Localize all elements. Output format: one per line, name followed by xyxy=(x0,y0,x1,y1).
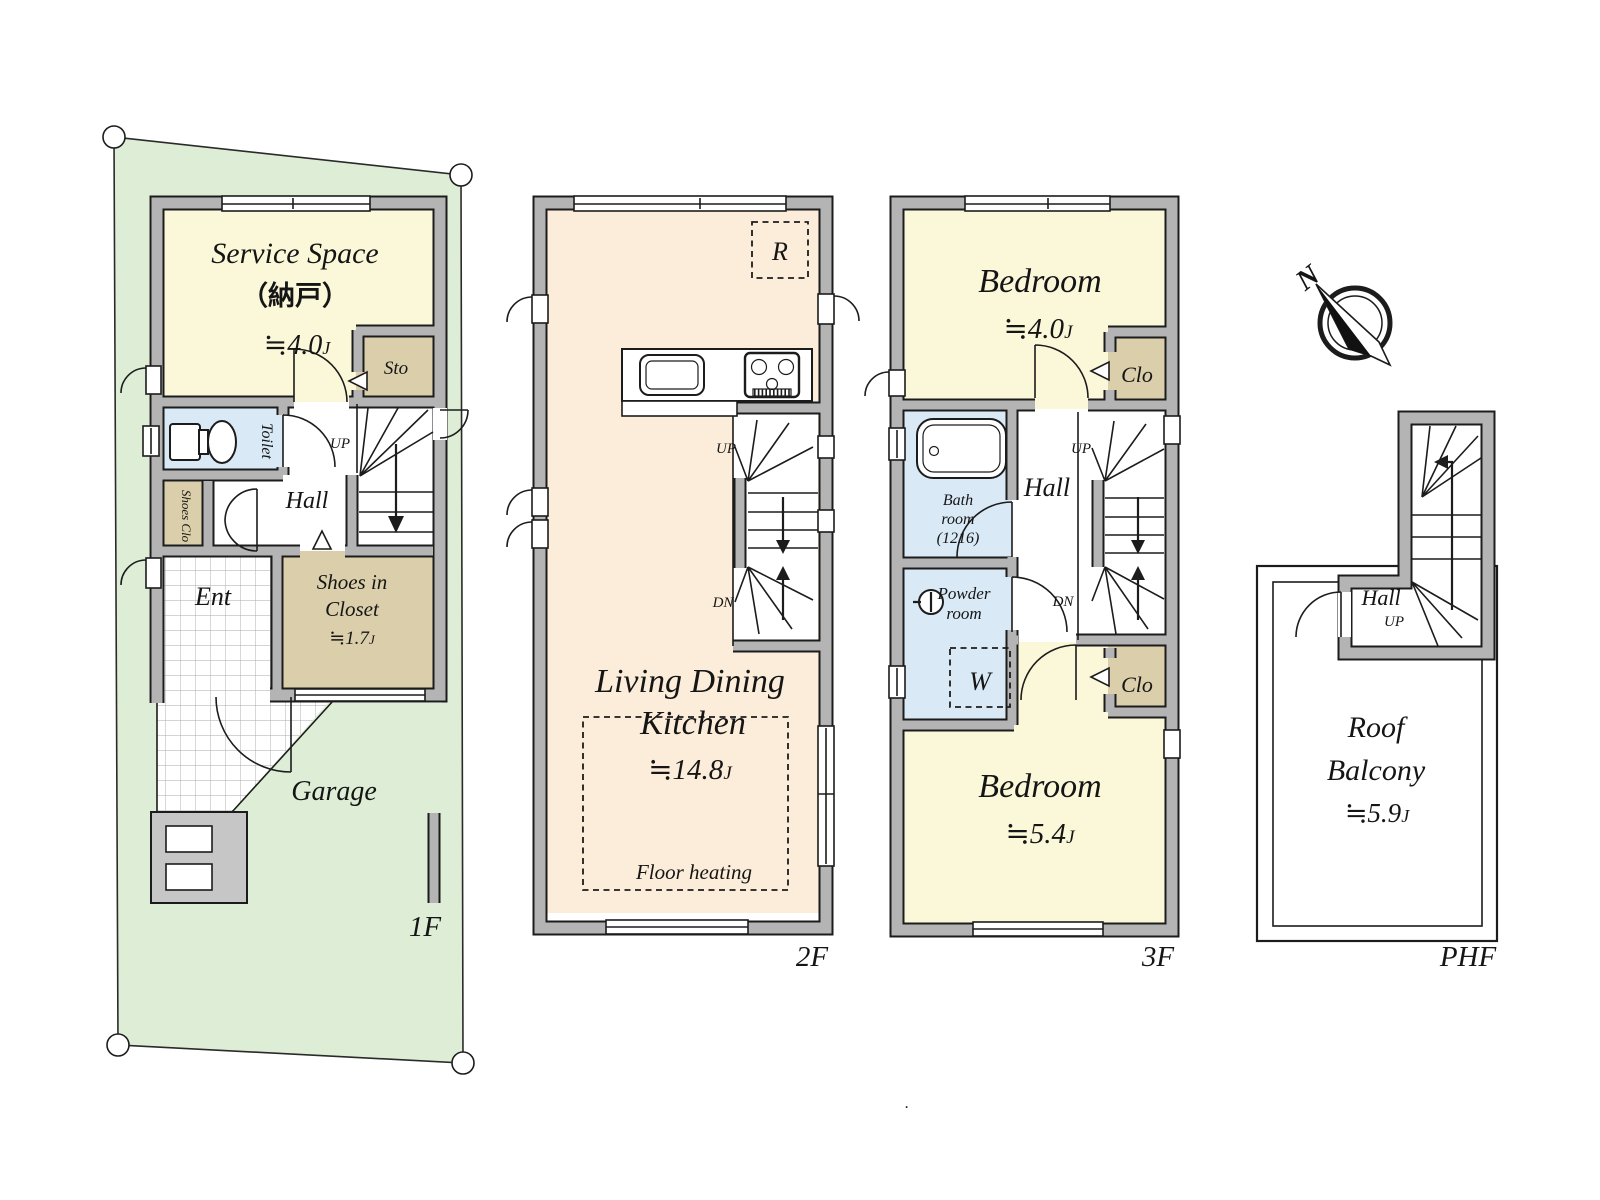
f1-shoes-in-closet-fill xyxy=(277,551,442,695)
phf-roof-area: ≒5.9J xyxy=(1345,798,1410,828)
f3-clo2-fill xyxy=(1108,642,1172,712)
stray-dot: . xyxy=(905,1095,909,1112)
phf-doors xyxy=(1295,591,1342,638)
phf-roof-line1: Roof xyxy=(1347,711,1408,744)
f1-up-label: UP xyxy=(330,436,350,452)
f2-refrigerator-label: R xyxy=(771,237,788,266)
floor-phf: Hall UP Roof Balcony ≒5.9J PHF xyxy=(1255,418,1499,973)
f3-powder-fill xyxy=(901,565,1012,727)
f3-bedroom2-label: Bedroom xyxy=(978,768,1101,805)
phf-up-label: UP xyxy=(1384,614,1404,630)
f3-bedroom1-label: Bedroom xyxy=(978,263,1101,300)
f3-powder-line2: room xyxy=(946,604,981,623)
f3-hall-label: Hall xyxy=(1023,473,1070,502)
floor-3f: Bedroom ≒4.0J Clo Bath room (1216) Hall … xyxy=(864,195,1181,973)
refrigerator-box xyxy=(751,221,809,279)
f1-sic-line1: Shoes in xyxy=(317,570,388,594)
compass-icon: N xyxy=(1289,258,1393,367)
f1-sto-fill xyxy=(356,330,440,402)
f1-sic-line2: Closet xyxy=(325,597,380,621)
f2-floor-heating-label: Floor heating xyxy=(635,860,752,884)
f3-bedroom1-area: ≒4.0J xyxy=(1004,313,1075,345)
phf-roof-line2: Balcony xyxy=(1327,754,1426,787)
bathtub-icon xyxy=(916,418,1007,479)
floor-2f: R UP DN Living Dining Kitchen ≒14.8J Flo… xyxy=(506,195,860,973)
kitchen-counter xyxy=(621,348,813,417)
stove-icon xyxy=(743,351,801,399)
f1-approach-tiles xyxy=(157,697,333,812)
f1-stairs xyxy=(356,404,434,533)
f1-service-space-area: ≒4.0J xyxy=(264,330,331,361)
f2-windows xyxy=(506,195,860,935)
f3-bedroom2-fill xyxy=(901,642,1172,925)
f1-windows xyxy=(120,195,426,702)
f1-doors xyxy=(215,348,469,773)
f1-garage-label: Garage xyxy=(291,776,377,807)
f2-up-label: UP xyxy=(716,441,736,457)
f3-bath-line2: room xyxy=(941,511,974,528)
f1-shoes-clo-label: Shoes Clo xyxy=(179,490,194,543)
f3-clo1-label: Clo xyxy=(1121,362,1153,387)
f1-sic-area: ≒1.7J xyxy=(329,628,376,649)
f3-bath-line3: (1216) xyxy=(937,530,980,547)
f3-windows xyxy=(864,195,1181,937)
f2-floor-label: 2F xyxy=(796,941,829,973)
f1-ent-tiles xyxy=(151,551,277,703)
f2-stairs xyxy=(732,416,818,646)
f3-doors xyxy=(956,344,1110,701)
f2-ldk-line2: Kitchen xyxy=(639,705,746,742)
phf-hall-label: Hall xyxy=(1360,585,1400,610)
f1-hall-label: Hall xyxy=(285,488,329,514)
f1-floor-label: 1F xyxy=(409,911,442,943)
f1-ent-label: Ent xyxy=(194,582,232,611)
f1-toilet-label: Toilet xyxy=(258,423,275,459)
lot-corner-markers xyxy=(102,125,475,1075)
f3-clo2-label: Clo xyxy=(1121,672,1153,697)
f2-dn-label: DN xyxy=(712,595,735,611)
f3-up-label: UP xyxy=(1071,441,1091,457)
washbasin-icon xyxy=(913,589,944,615)
f3-clo1-fill xyxy=(1108,332,1172,405)
floor-1f: Service Space （納戸） ≒4.0J Sto Toilet Shoe… xyxy=(102,125,475,1075)
f1-service-space-jp: （納戸） xyxy=(241,280,349,312)
f3-stairs xyxy=(1077,412,1165,640)
f1-service-space-label: Service Space xyxy=(211,237,378,270)
f3-dn-label: DN xyxy=(1052,594,1075,610)
phf-floor-label: PHF xyxy=(1439,941,1497,973)
toilet-icon xyxy=(169,420,237,464)
sink-icon xyxy=(639,354,705,396)
washer-box xyxy=(949,647,1011,708)
f3-floor-label: 3F xyxy=(1141,941,1175,973)
f2-ldk-line1: Living Dining xyxy=(594,663,785,700)
f3-bath-line1: Bath xyxy=(943,492,973,509)
f1-sto-label: Sto xyxy=(384,358,408,379)
f3-bedroom2-area: ≒5.4J xyxy=(1006,818,1077,850)
f3-powder-line1: Powder xyxy=(937,584,991,603)
f3-washer-label: W xyxy=(969,667,993,696)
phf-stairs xyxy=(1411,425,1482,647)
f2-ldk-area: ≒14.8J xyxy=(648,754,733,786)
